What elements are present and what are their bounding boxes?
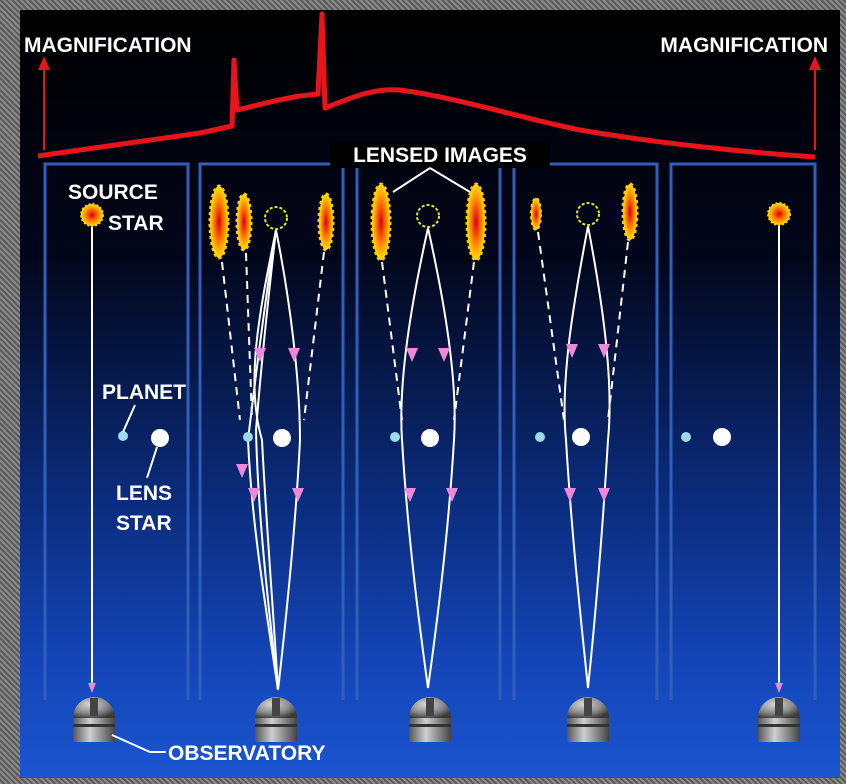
lensed-image [317,192,335,252]
lensed-image [235,192,253,252]
source-star [80,203,104,227]
lensed-image [208,184,230,260]
magnification-label-left: MAGNIFICATION [24,34,192,57]
lens-star-dot [273,429,291,447]
observatory-icon [73,697,115,742]
observatories [73,697,800,742]
panel-4 [530,182,639,689]
magnification-curve [37,11,821,160]
planet-dot [243,432,253,442]
observatory-icon [758,697,800,742]
observatory-pointer [111,734,166,753]
planet-dot [535,432,545,442]
planet-dot [118,431,128,441]
lens-star-dot [421,429,439,447]
lens-star-label-1: LENS [116,482,172,505]
lensed-images-pointers [392,167,471,193]
source-ring [264,206,288,230]
source-ring [416,204,440,228]
source-star-label-1: SOURCE [68,181,158,204]
panel-2-border [198,162,345,700]
panel-5-border [669,162,817,700]
lensed-images-label: LENSED IMAGES [353,144,527,167]
lens-star-dot [713,428,731,446]
lens-star-dot [572,428,590,446]
lensed-image [621,182,639,242]
observatory-icon [567,697,609,742]
panel-4-border [512,162,659,700]
panel-3 [370,182,487,689]
planet-label: PLANET [102,381,186,404]
planet-dot [390,432,400,442]
observatory-icon [409,697,451,742]
lensed-image [370,182,392,262]
panel-2 [208,184,335,691]
lensed-image [530,197,542,231]
magnification-label-right: MAGNIFICATION [660,34,828,57]
lens-star-label-2: STAR [116,512,172,535]
lens-star-dot [151,429,169,447]
planet-dot [681,432,691,442]
panel-1 [80,203,169,693]
lensed-image [465,182,487,262]
panel-5 [681,202,791,693]
source-ring [576,202,600,226]
panel-1-border [43,162,190,700]
source-star [767,202,791,226]
observatory-label: OBSERVATORY [168,742,326,765]
observatory-icon [255,697,297,742]
source-star-label-2: STAR [108,212,164,235]
